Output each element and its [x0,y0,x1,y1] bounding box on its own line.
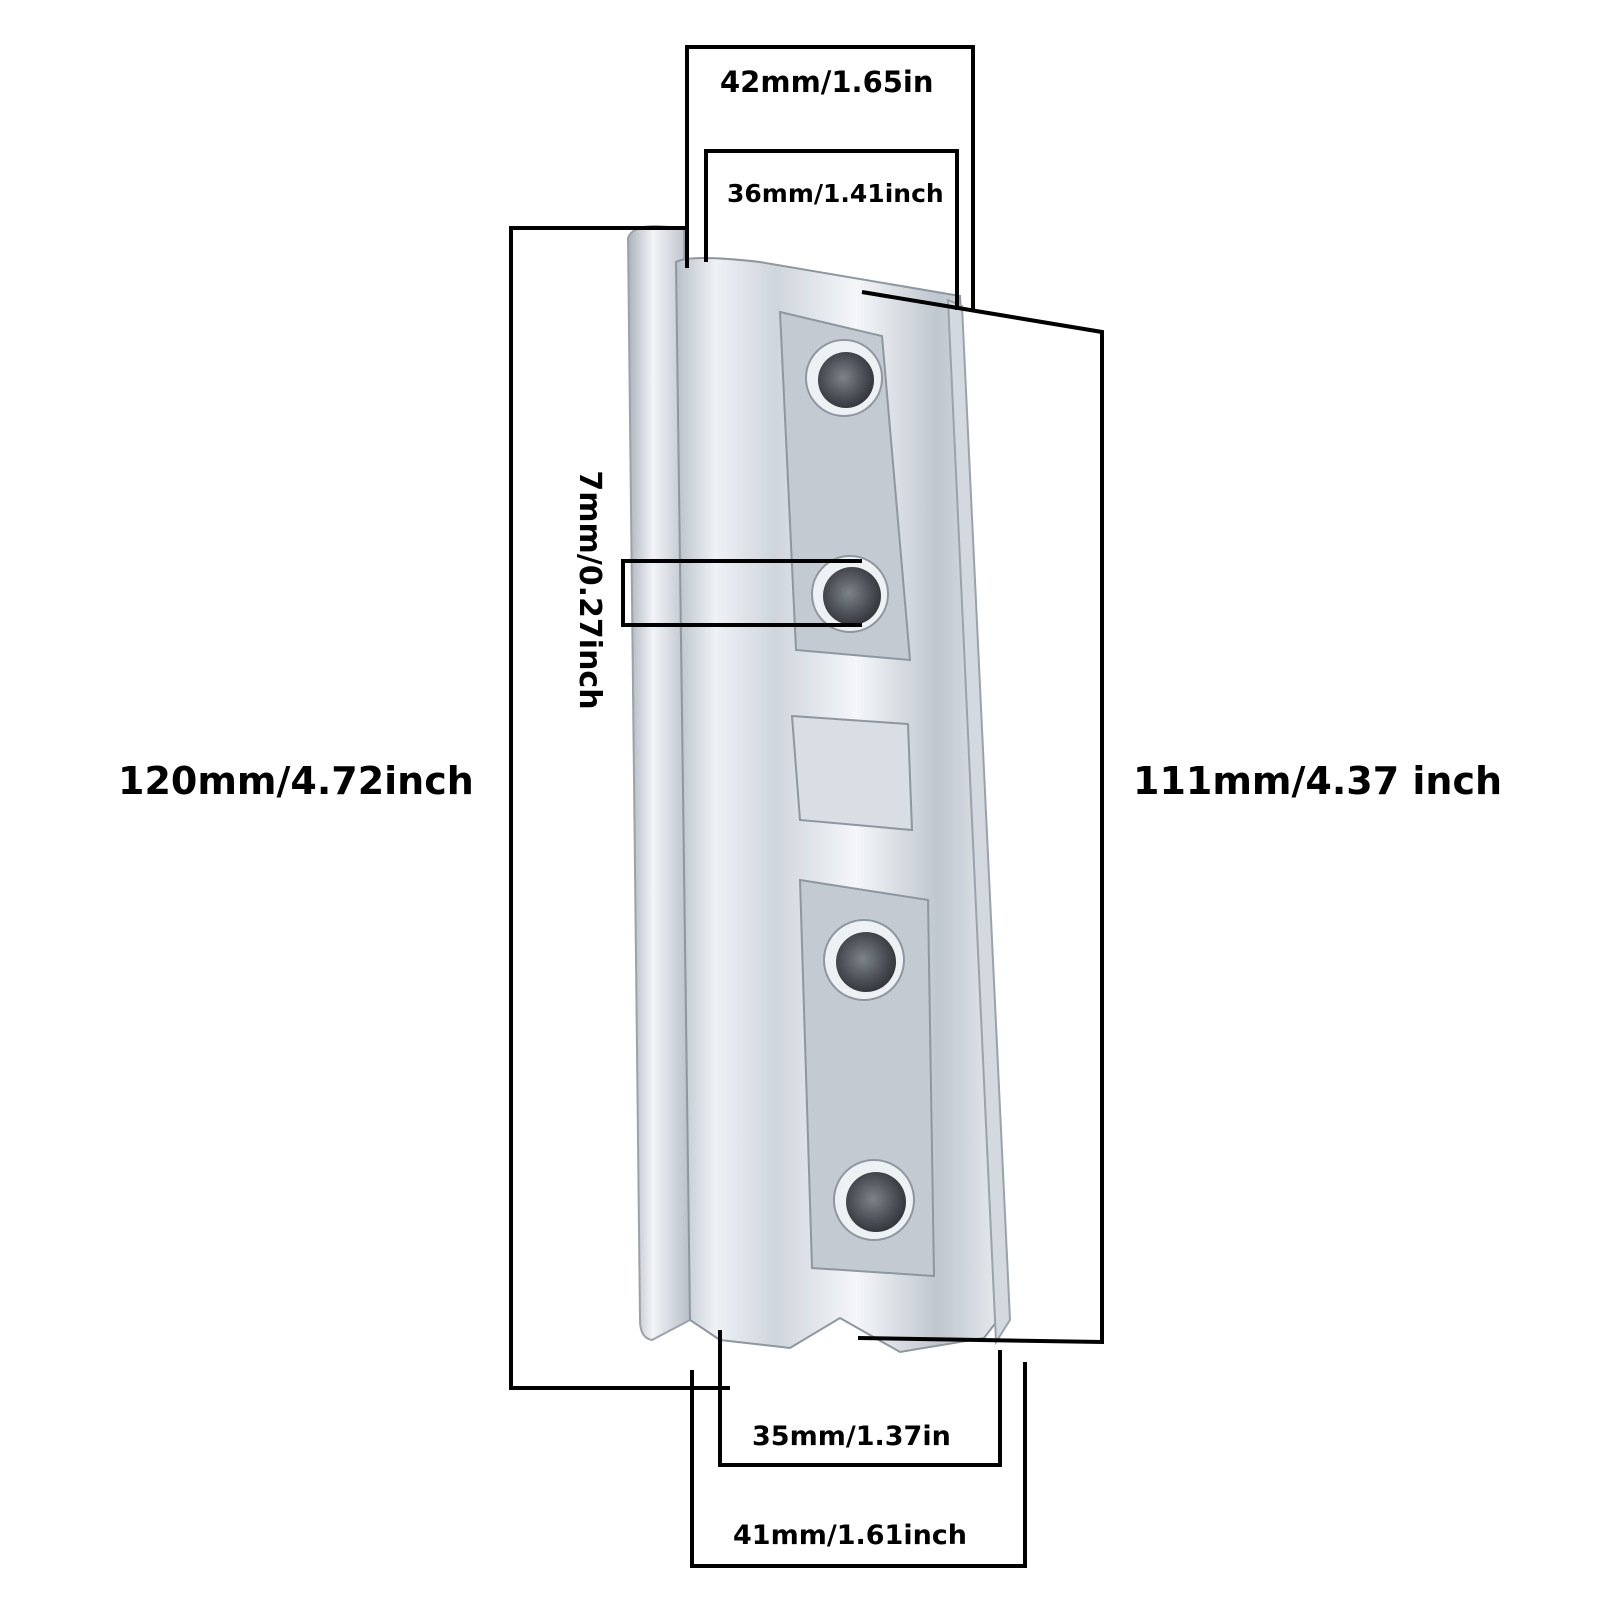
dim-label-inner-length: 111mm/4.37 inch [1133,759,1503,803]
hole-3 [823,919,905,1001]
dim-label-bottom-outer: 41mm/1.61inch [733,1520,968,1551]
bracket-body [626,224,1012,1354]
dim-line-hole [621,559,862,627]
square-window [790,714,914,832]
dimension-lines [509,45,1104,1568]
dim-label-total-length: 120mm/4.72inch [118,759,474,803]
dim-label-top-inner: 36mm/1.41inch [727,179,944,208]
hole-4 [833,1159,915,1241]
dim-line-top-outer [685,45,975,312]
dim-line-inner-length [857,290,1104,1345]
dim-line-bottom-outer [690,1362,1027,1568]
dim-label-bottom-inner: 35mm/1.37in [752,1421,951,1452]
dim-line-bottom-inner [718,1330,1002,1467]
dim-line-total-length [509,226,730,1390]
dim-label-top-outer: 42mm/1.65in [720,65,934,99]
dim-line-top-inner [704,149,959,310]
dim-label-hole-diameter: 7mm/0.27inch [572,470,607,710]
hole-1 [805,339,883,417]
hole-2 [811,555,889,633]
